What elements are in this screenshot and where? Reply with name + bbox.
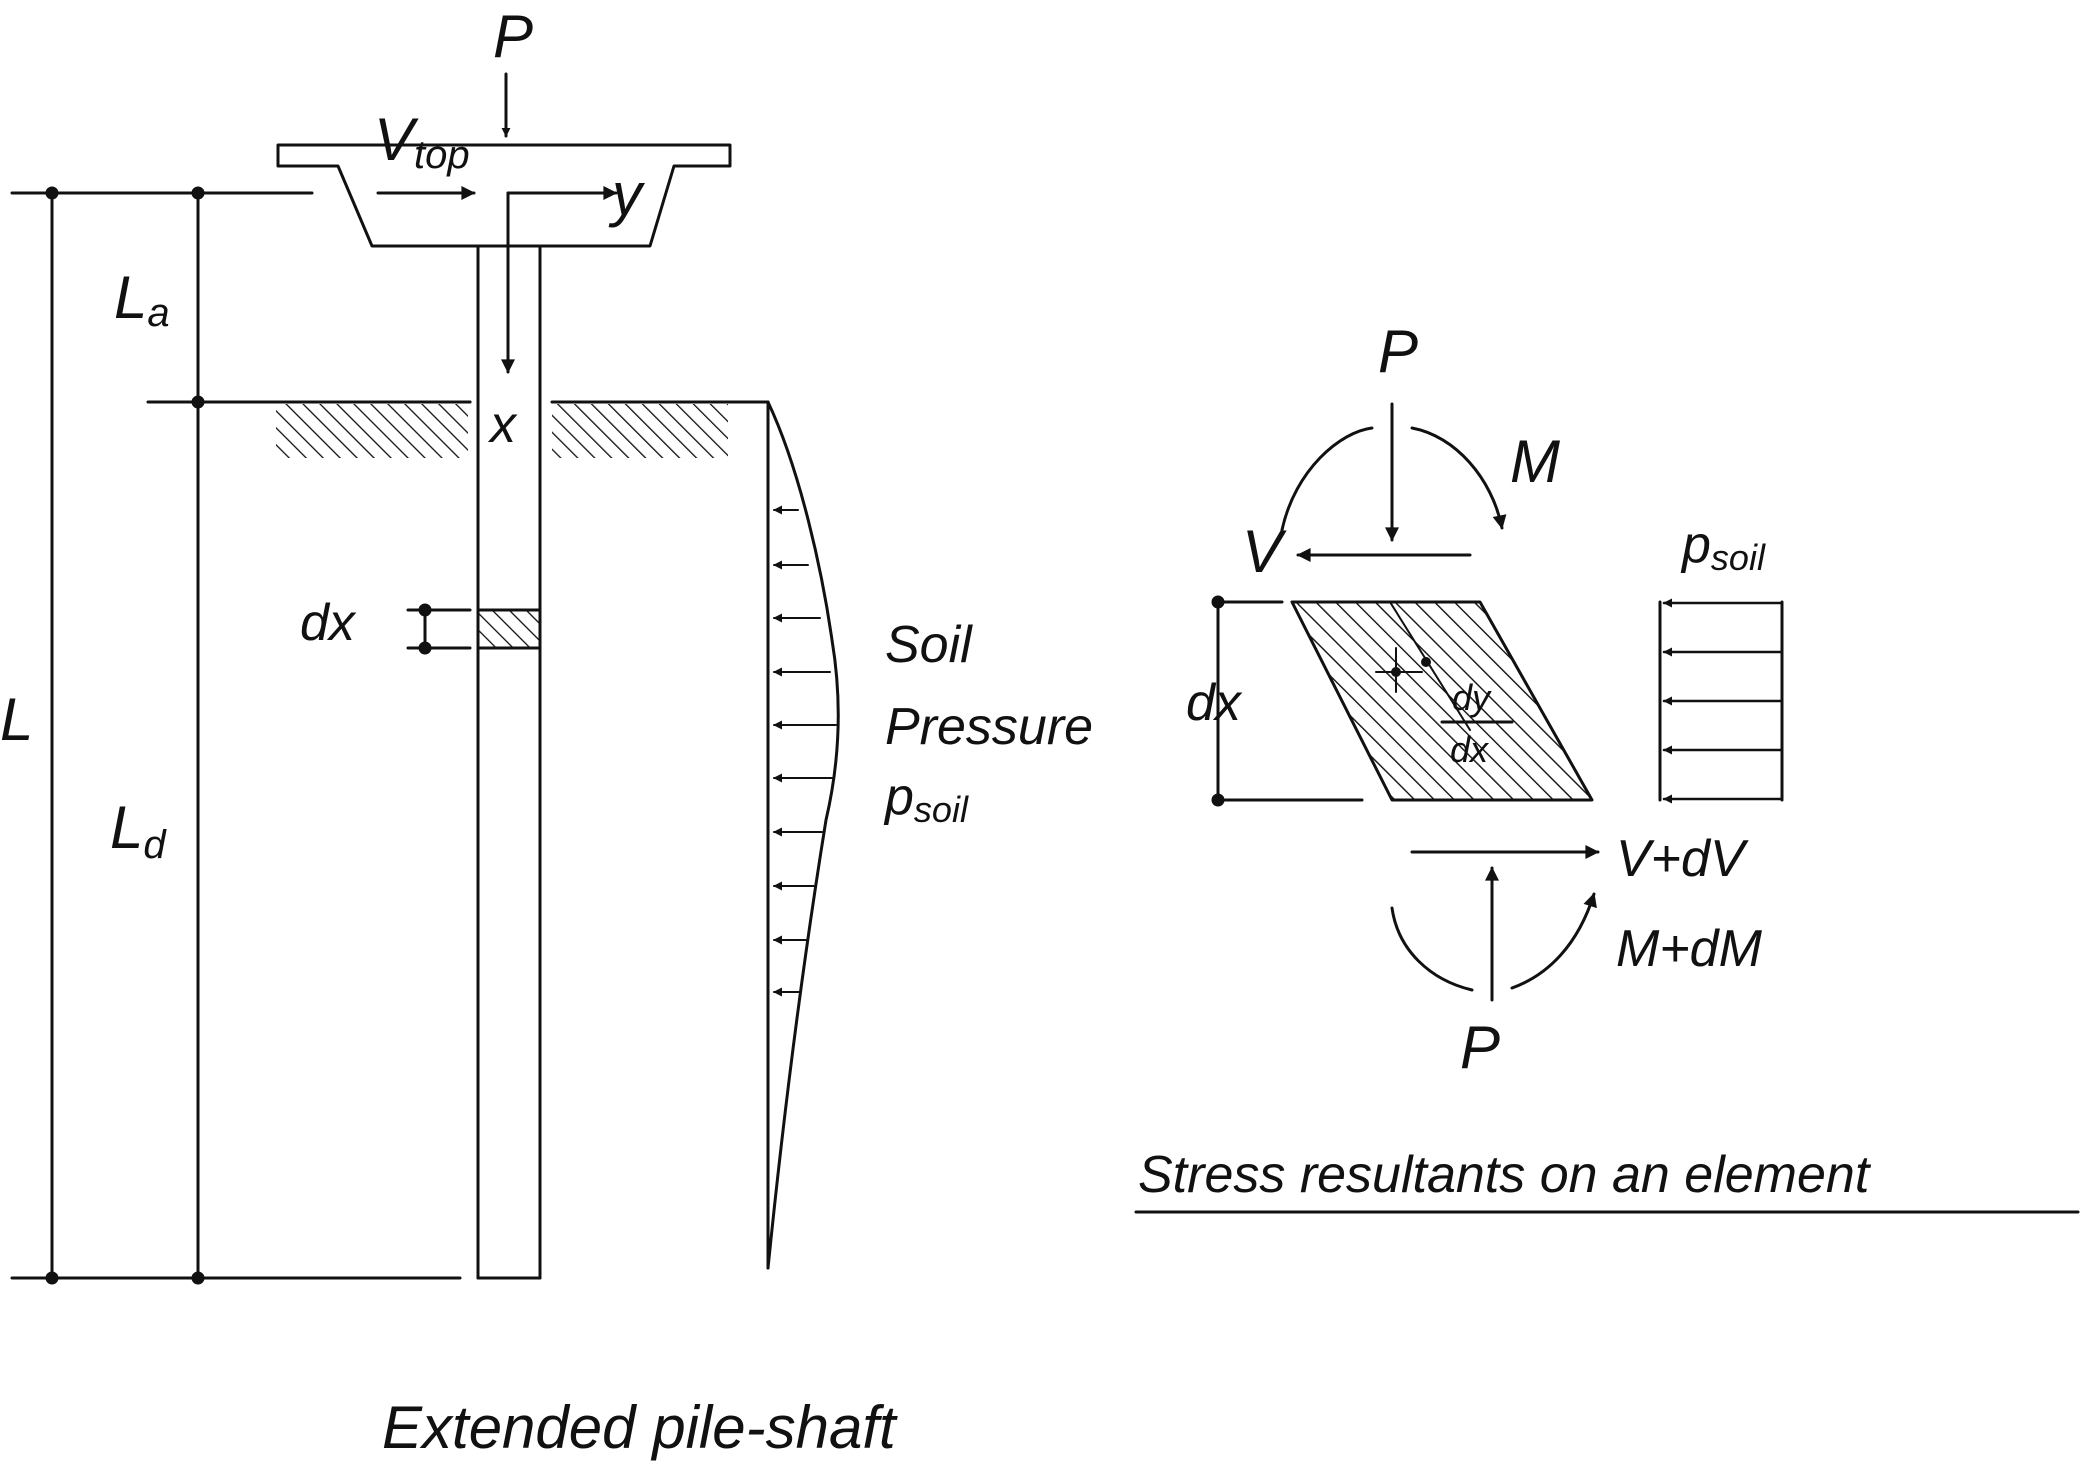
top-moment-arc-left: [1280, 426, 1374, 532]
top-shear-label: V: [1242, 518, 1287, 585]
pile-element: [476, 608, 542, 650]
above-ground-length-label: La: [114, 264, 170, 335]
soil-pressure-label-line1: Soil: [885, 616, 973, 674]
embedded-length-label: Ld: [110, 794, 167, 867]
left-labels: P Vtop y x L La Ld dx Soil Pressure psoi…: [0, 3, 1093, 1461]
dimension-dot: [191, 1271, 205, 1285]
pressure-profile: [766, 400, 840, 1270]
pressure-label: psoil: [1680, 516, 1766, 578]
height-label: dx: [1186, 674, 1243, 732]
slope-line: [1389, 602, 1471, 731]
left-caption: Extended pile-shaft: [382, 1394, 898, 1461]
slope-numerator: dy: [1452, 677, 1492, 718]
axial-load-label: P: [493, 3, 533, 70]
bottom-moment-arc-left: [1390, 906, 1474, 992]
x-axis-label: x: [487, 396, 518, 454]
ground-hatch-right: [552, 404, 728, 458]
right-labels: P M V psoil dx dy dx V+dV M+dM P Stress …: [1138, 318, 1872, 1204]
pile-cap: [276, 143, 732, 248]
pressure-block-arrows: [1662, 598, 1784, 804]
dimension-dot: [191, 186, 205, 200]
pile-shaft-figure: [10, 72, 840, 1285]
top-moment-label: M: [1510, 428, 1560, 495]
soil-pressure-label-line2: Pressure: [885, 698, 1093, 756]
slope-dot: [1421, 657, 1431, 667]
bottom-shear-label: V+dV: [1616, 830, 1749, 888]
top-shear-label: Vtop: [374, 106, 470, 177]
y-axis-label: y: [608, 161, 646, 228]
dimension-dot: [418, 641, 432, 655]
dimension-dot: [45, 1271, 59, 1285]
ground-hatch-left: [276, 404, 468, 458]
stress-element-figure: [1134, 402, 2080, 1214]
dimension-dot: [45, 186, 59, 200]
top-moment-arc-right: [1410, 426, 1507, 530]
dimension-dot: [418, 603, 432, 617]
shaft-element: [1290, 600, 1594, 802]
bottom-moment-arc-right: [1510, 892, 1597, 990]
centroid-dot: [1391, 667, 1401, 677]
pressure-arrows: [773, 505, 837, 997]
dimension-dot: [1211, 793, 1225, 807]
dimension-dot: [1211, 595, 1225, 609]
top-axial-label: P: [1378, 318, 1418, 385]
bottom-axial-label: P: [1460, 1014, 1500, 1081]
slope-denominator: dx: [1450, 729, 1490, 770]
right-caption: Stress resultants on an element: [1138, 1146, 1872, 1204]
element-length-label: dx: [300, 594, 357, 652]
soil-pressure-label-line3: psoil: [883, 768, 969, 830]
total-length-label: L: [0, 686, 33, 753]
dimension-dot: [191, 395, 205, 409]
bottom-moment-label: M+dM: [1616, 920, 1763, 978]
